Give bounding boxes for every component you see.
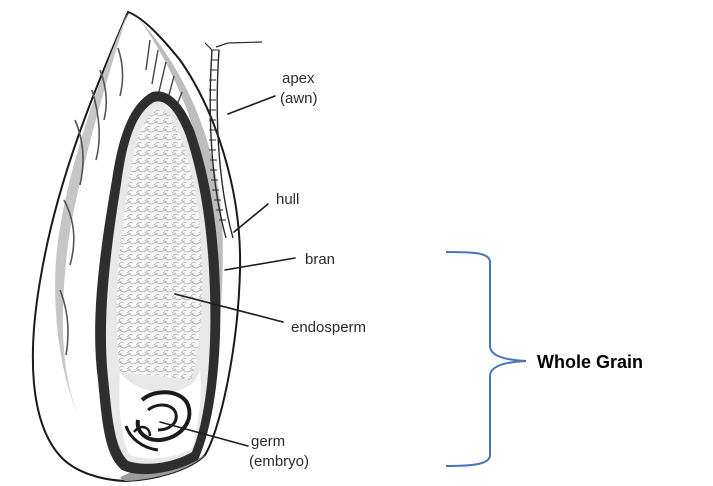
whole-grain-label: Whole Grain [537, 352, 643, 372]
label-apex: apex [282, 70, 315, 87]
apex-leader-line [228, 96, 275, 114]
label-bran: bran [305, 251, 335, 268]
label-hull: hull [276, 191, 299, 208]
label-awn: (awn) [280, 90, 318, 107]
hull-leader-line [234, 204, 268, 232]
label-embryo: (embryo) [249, 453, 309, 470]
label-germ: germ [251, 433, 285, 450]
whole-grain-bracket [446, 252, 526, 466]
label-endosperm: endosperm [291, 319, 366, 336]
